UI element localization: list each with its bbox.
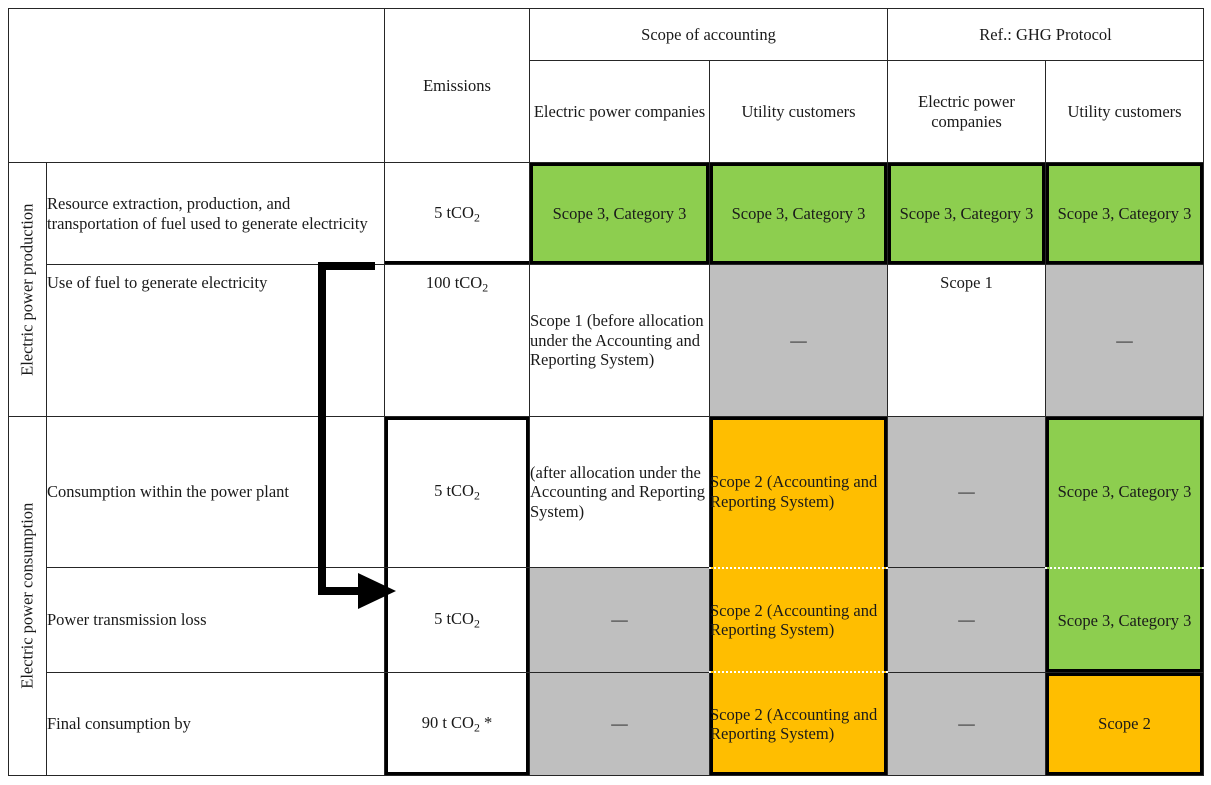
activity-text: Final consumption by — [47, 714, 191, 734]
scope-cell-uc: — — [709, 264, 888, 417]
header-row-subcolumns: Electric power companies Utility custome… — [9, 60, 1205, 164]
ref-cell-uc: — — [1044, 264, 1205, 417]
ref-cell-uc: Scope 3, Category 3 — [1044, 566, 1205, 673]
emissions-value: 5 tCO2 — [384, 162, 530, 266]
scope-cell-epc: (after allocation under the Accounting a… — [529, 415, 710, 569]
emissions-value: 5 tCO2 — [384, 567, 530, 673]
ref-cell-epc: — — [887, 415, 1046, 569]
activity-text: Use of fuel to generate electricity — [47, 273, 268, 293]
emissions-subscript: 2 — [482, 280, 489, 295]
section-label-electric-power-production: Electric power production — [8, 162, 47, 417]
ref-cell-epc: — — [887, 671, 1046, 777]
activity-label: Consumption within the power plant — [46, 415, 385, 569]
table-row: Final consumption by 90 t CO2 * — Scope … — [9, 671, 1205, 777]
scope-cell-epc: Scope 3, Category 3 — [529, 162, 710, 266]
emissions-footnote-marker: * — [479, 713, 493, 733]
header-emissions: Emissions — [384, 7, 530, 164]
activity-text: Resource extraction, production, and tra… — [47, 194, 368, 233]
table-row: Electric power consumption Consumption w… — [8, 415, 1205, 777]
header-scope-electric-power-companies: Electric power companies — [529, 60, 710, 164]
emissions-scope-table: Emissions Scope of accounting Ref.: GHG … — [8, 7, 1205, 777]
table-row: Use of fuel to generate electricity 100 … — [9, 264, 1205, 417]
emissions-value: 100 tCO2 — [384, 264, 530, 417]
header-scope-utility-customers: Utility customers — [709, 60, 888, 164]
scope-cell-epc: — — [529, 671, 710, 777]
emissions-value: 90 t CO2 * — [384, 671, 530, 777]
scope-cell-uc: Scope 3, Category 3 — [709, 162, 888, 266]
header-corner — [8, 7, 385, 164]
ref-cell-uc: Scope 3, Category 3 — [1044, 415, 1205, 569]
ref-cell-uc: Scope 3, Category 3 — [1044, 162, 1205, 266]
header-ref-electric-power-companies: Electric power companies — [887, 60, 1046, 164]
table-row: Power transmission loss 5 tCO2 — Scope 2… — [9, 566, 1205, 674]
ref-cell-epc: Scope 3, Category 3 — [887, 162, 1046, 266]
emissions-subscript: 2 — [473, 488, 480, 503]
activity-label: Resource extraction, production, and tra… — [46, 162, 385, 266]
emissions-subscript: 2 — [473, 720, 480, 735]
section-label-text: Electric power consumption — [17, 502, 37, 689]
ref-cell-epc: — — [887, 567, 1046, 673]
header-row-groups: Emissions Scope of accounting Ref.: GHG … — [8, 7, 1205, 164]
activity-text: Power transmission loss — [47, 610, 207, 630]
scope-cell-uc: Scope 2 (Accounting and Reporting System… — [709, 415, 888, 569]
activity-label: Power transmission loss — [46, 567, 385, 673]
scope-cell-uc: Scope 2 (Accounting and Reporting System… — [709, 566, 888, 674]
emissions-value: 5 tCO2 — [384, 415, 530, 569]
emissions-subscript: 2 — [473, 616, 480, 631]
activity-text: Consumption within the power plant — [47, 482, 289, 502]
scope-cell-uc: Scope 2 (Accounting and Reporting System… — [709, 671, 888, 777]
section-label-text: Electric power production — [17, 203, 37, 376]
header-group-scope-of-accounting: Scope of accounting — [529, 7, 888, 62]
header-ref-utility-customers: Utility customers — [1044, 60, 1205, 164]
scope-cell-epc: — — [529, 567, 710, 673]
ref-cell-uc: Scope 2 — [1044, 671, 1205, 777]
ref-cell-epc: Scope 1 — [887, 264, 1046, 417]
section-label-electric-power-consumption: Electric power consumption — [8, 415, 47, 777]
header-group-ghg-protocol: Ref.: GHG Protocol — [886, 7, 1205, 62]
scope-cell-epc: Scope 1 (before allocation under the Acc… — [529, 264, 710, 417]
table-row: Electric power production Resource extra… — [8, 162, 1205, 417]
emissions-subscript: 2 — [473, 210, 480, 225]
activity-label: Final consumption by — [46, 671, 385, 777]
activity-label: Use of fuel to generate electricity — [46, 264, 385, 417]
